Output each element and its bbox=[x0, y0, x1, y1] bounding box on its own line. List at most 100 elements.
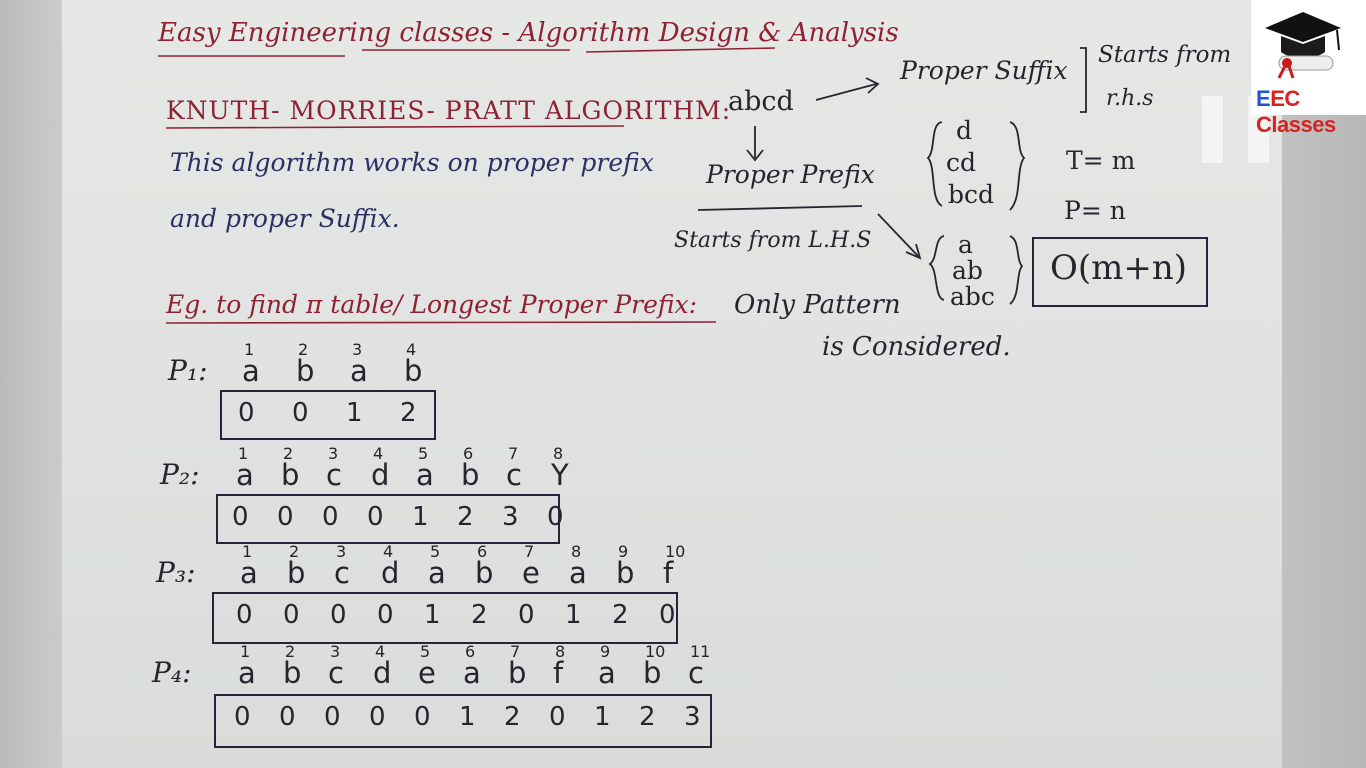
pattern-char: b bbox=[475, 556, 494, 590]
logo-classes-text: EC Classes bbox=[1256, 86, 1336, 137]
prefix-item-3: abc bbox=[950, 282, 995, 311]
pattern-char: c bbox=[506, 458, 522, 492]
prefix-list-arrow bbox=[877, 213, 919, 257]
pi-value: 3 bbox=[684, 702, 701, 732]
prefix-note: Starts from L.H.S bbox=[674, 228, 872, 253]
pattern-index: 6 bbox=[477, 542, 488, 561]
pattern-index: 3 bbox=[352, 340, 363, 359]
channel-logo: EEC Classes bbox=[1251, 0, 1366, 137]
pattern-char: c bbox=[326, 458, 342, 492]
example-note-2: is Considered. bbox=[822, 332, 1011, 362]
pi-value: 2 bbox=[471, 600, 488, 630]
pi-value: 0 bbox=[238, 398, 255, 428]
pattern-char: a bbox=[428, 556, 446, 590]
pattern-char: d bbox=[381, 556, 400, 590]
algorithm-heading: KNUTH- MORRIES- PRATT ALGORITHM: bbox=[166, 96, 732, 125]
pi-value: 1 bbox=[424, 600, 441, 630]
pi-value: 0 bbox=[518, 600, 535, 630]
pattern-index: 4 bbox=[375, 642, 386, 661]
proper-prefix-label: Proper Prefix bbox=[706, 160, 875, 189]
suffix-brace-left bbox=[926, 121, 943, 207]
pi-value: 0 bbox=[283, 600, 300, 630]
example-underline bbox=[165, 321, 717, 324]
pattern-index: 6 bbox=[465, 642, 476, 661]
graduation-cap-icon bbox=[1265, 12, 1341, 79]
pi-value: 1 bbox=[459, 702, 476, 732]
pattern-char: a bbox=[416, 458, 434, 492]
example-heading: Eg. to find π table/ Longest Proper Pref… bbox=[166, 290, 698, 319]
pattern-index: 7 bbox=[524, 542, 535, 561]
pi-value: 0 bbox=[234, 702, 251, 732]
pattern-char: d bbox=[371, 458, 390, 492]
pi-value: 2 bbox=[504, 702, 521, 732]
pattern-index: 5 bbox=[430, 542, 441, 561]
prefix-arrowhead bbox=[746, 149, 764, 162]
complexity-box bbox=[1032, 237, 1208, 307]
pi-value: 0 bbox=[279, 702, 296, 732]
pattern-char: c bbox=[688, 656, 704, 690]
pi-value: 0 bbox=[367, 502, 384, 532]
pattern-index: 1 bbox=[240, 642, 251, 661]
logo-wordmark: EEC Classes bbox=[1256, 86, 1366, 138]
pi-value: 0 bbox=[547, 502, 564, 532]
pattern-index: 1 bbox=[238, 444, 249, 463]
pi-value: 0 bbox=[232, 502, 249, 532]
pattern-char: a bbox=[238, 656, 256, 690]
intro-line-2: and proper Suffix. bbox=[170, 204, 400, 233]
pattern-char: e bbox=[418, 656, 436, 690]
proper-prefix-underline bbox=[697, 205, 863, 211]
pattern-char: a bbox=[242, 354, 260, 388]
pi-value: 0 bbox=[292, 398, 309, 428]
pattern-index: 9 bbox=[600, 642, 611, 661]
prefix-list-arrowhead bbox=[905, 243, 922, 260]
pattern-char: f bbox=[663, 556, 674, 590]
left-background bbox=[0, 0, 62, 768]
pattern-char: a bbox=[236, 458, 254, 492]
suffix-arrowhead bbox=[865, 77, 880, 94]
pattern-index: 8 bbox=[555, 642, 566, 661]
complexity-value: O(m+n) bbox=[1050, 248, 1188, 288]
pi-value: 0 bbox=[369, 702, 386, 732]
pattern-label: P₃: bbox=[156, 556, 196, 589]
pattern-label: P₁: bbox=[168, 354, 208, 387]
pattern-index: 4 bbox=[406, 340, 417, 359]
pattern-index: 7 bbox=[508, 444, 519, 463]
pi-value: 0 bbox=[377, 600, 394, 630]
heading-underline bbox=[165, 125, 625, 129]
pattern-char: b bbox=[643, 656, 662, 690]
pattern-char: a bbox=[569, 556, 587, 590]
pattern-index: 6 bbox=[463, 444, 474, 463]
pattern-char: b bbox=[404, 354, 423, 388]
pattern-char: a bbox=[598, 656, 616, 690]
text-length: T= m bbox=[1066, 146, 1136, 175]
pi-table-box bbox=[214, 694, 712, 748]
pattern-char: f bbox=[553, 656, 564, 690]
pattern-index: 3 bbox=[336, 542, 347, 561]
suffix-note-1: Starts from bbox=[1098, 42, 1232, 68]
pattern-index: 8 bbox=[571, 542, 582, 561]
suffix-item-2: cd bbox=[946, 148, 977, 177]
pattern-index: 5 bbox=[420, 642, 431, 661]
pi-value: 0 bbox=[330, 600, 347, 630]
pi-value: 0 bbox=[236, 600, 253, 630]
pattern-char: b bbox=[508, 656, 527, 690]
prefix-item-1: a bbox=[958, 230, 973, 259]
suffix-brace-right bbox=[1009, 121, 1026, 211]
prefix-item-2: ab bbox=[952, 256, 983, 285]
intro-line-1: This algorithm works on proper prefix bbox=[170, 148, 654, 177]
logo-e-letter: E bbox=[1256, 86, 1271, 111]
pi-value: 2 bbox=[612, 600, 629, 630]
pi-value: 2 bbox=[400, 398, 417, 428]
pi-value: 3 bbox=[502, 502, 519, 532]
pi-value: 2 bbox=[457, 502, 474, 532]
pattern-char: a bbox=[350, 354, 368, 388]
pattern-char: b bbox=[281, 458, 300, 492]
lecture-title: Easy Engineering classes - Algorithm Des… bbox=[158, 18, 899, 48]
pattern-char: d bbox=[373, 656, 392, 690]
pattern-index: 2 bbox=[283, 444, 294, 463]
pattern-index: 10 bbox=[665, 542, 686, 561]
pattern-index: 11 bbox=[690, 642, 711, 661]
sample-word: abcd bbox=[728, 86, 794, 117]
pattern-char: e bbox=[522, 556, 540, 590]
